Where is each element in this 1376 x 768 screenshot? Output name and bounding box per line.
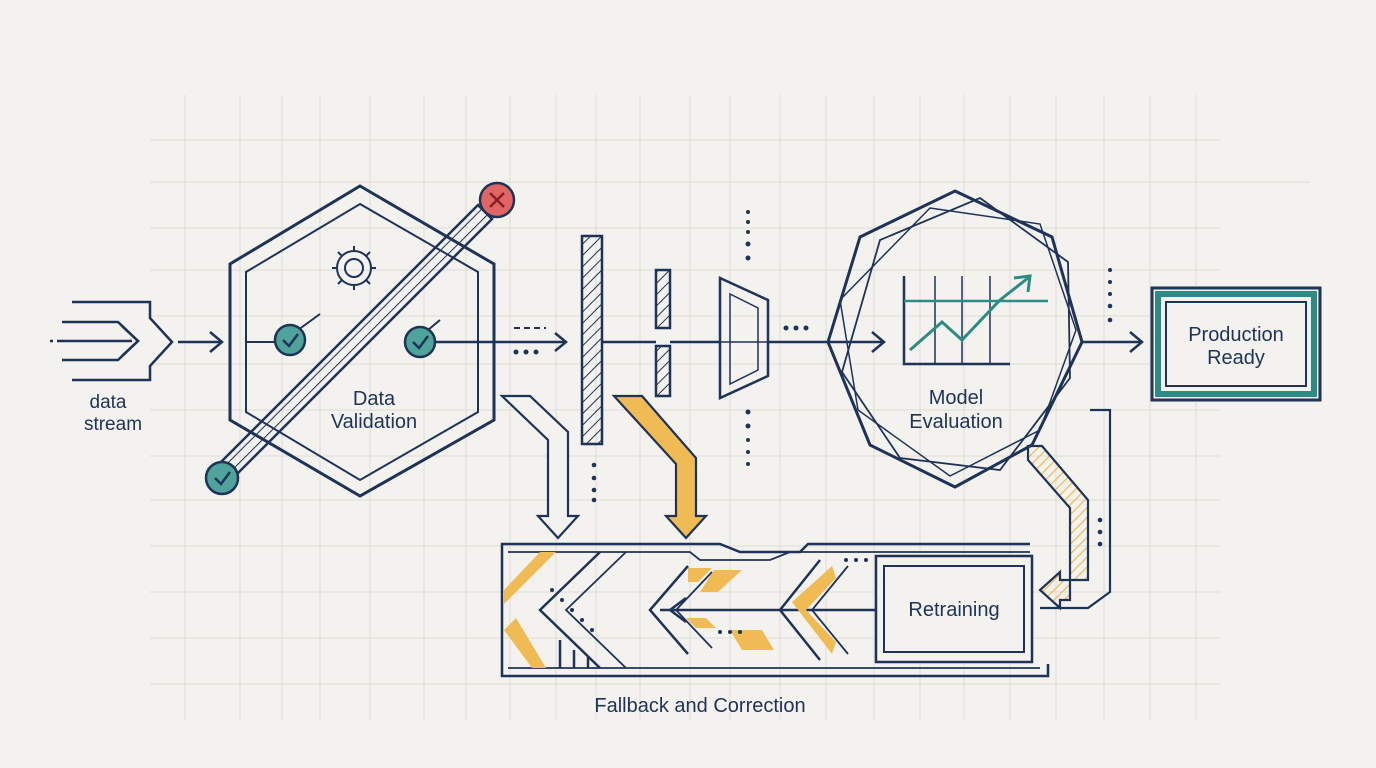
check-icon <box>273 323 307 357</box>
data-stream-label-line2: stream <box>84 414 142 435</box>
validation-inner-tick <box>297 313 321 331</box>
model-evaluation-label-line1: Model <box>929 387 983 409</box>
filter-bar-icon <box>654 268 672 330</box>
data-stream-label-line1: data <box>90 392 127 413</box>
background-grid <box>150 95 1310 720</box>
reject-x-icon <box>478 181 516 219</box>
gear-icon <box>332 246 376 290</box>
model-evaluation-node <box>826 189 1084 489</box>
trend-chart-icon <box>902 274 1048 366</box>
flow-validation-to-filters <box>436 327 568 352</box>
vertical-dots <box>1107 268 1113 323</box>
dots-indicator <box>783 325 809 331</box>
production-ready-node <box>1150 286 1322 402</box>
retraining-node <box>874 554 1034 664</box>
check-icon <box>204 460 240 496</box>
evaluation-to-retraining-arrow <box>1026 408 1112 611</box>
arrow-to-validation <box>178 331 224 353</box>
reject-down-arrow <box>499 394 581 540</box>
filter-down-arrow <box>611 394 709 540</box>
check-icon <box>403 325 437 359</box>
vertical-dots <box>745 210 751 466</box>
fallback-amber-accents <box>504 552 836 668</box>
production-ready-label-line2: Ready <box>1207 347 1265 369</box>
data-validation-label-line2: Validation <box>331 411 417 433</box>
vertical-dots <box>591 462 597 503</box>
fallback-correction-block <box>500 542 1050 678</box>
flow-to-evaluation <box>768 331 886 353</box>
model-evaluation-label-line2: Evaluation <box>909 411 1002 433</box>
flow-to-production <box>1082 331 1144 353</box>
filter-bar-icon <box>580 234 604 446</box>
validation-inner-tick-2 <box>427 319 441 331</box>
production-ready-label-line1: Production <box>1188 324 1284 346</box>
fallback-correction-label: Fallback and Correction <box>594 695 805 717</box>
data-stream-icon <box>50 300 174 382</box>
funnel-icon <box>718 276 770 400</box>
data-validation-label-line1: Data <box>353 388 396 410</box>
vertical-dots <box>1097 517 1103 547</box>
retraining-label: Retraining <box>908 599 999 621</box>
dots-indicator <box>513 349 539 355</box>
data-validation-node <box>228 184 496 498</box>
filter-bar-icon <box>654 344 672 398</box>
dots-indicator <box>550 558 868 634</box>
